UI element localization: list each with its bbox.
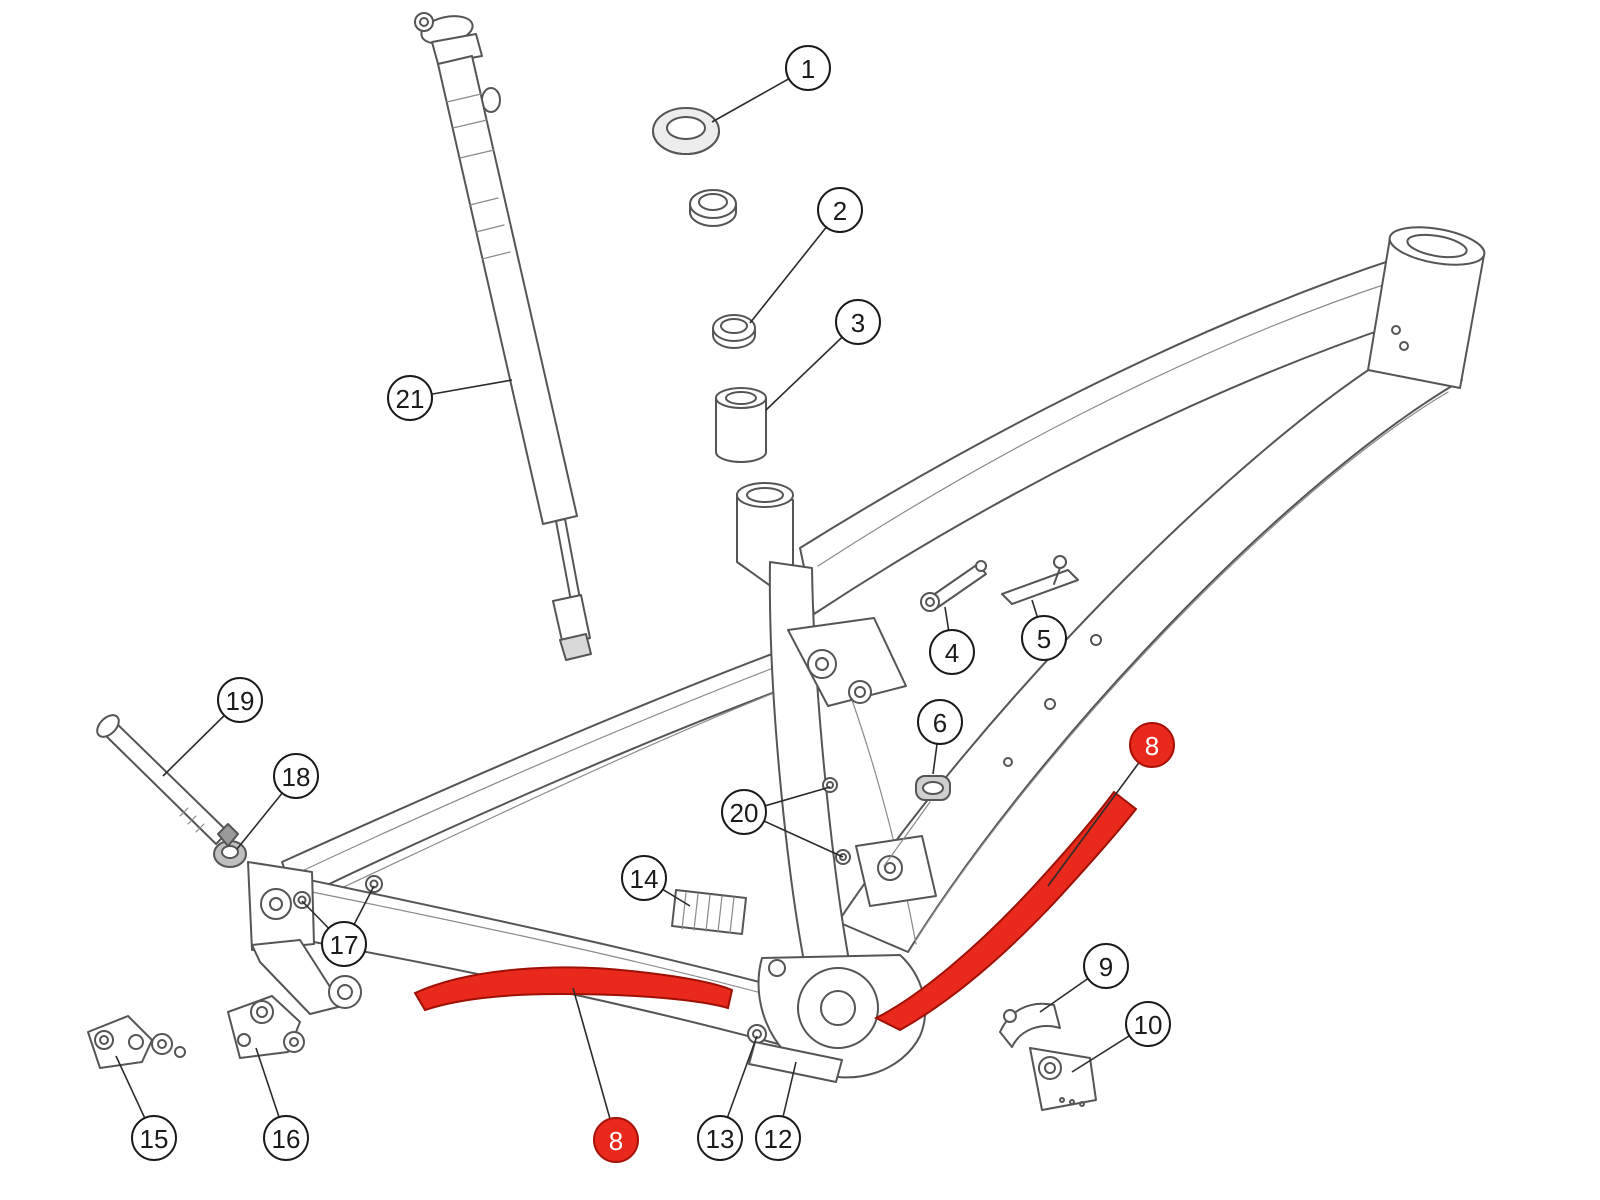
callout-16-circle (263, 1115, 309, 1161)
callout-20-circle (721, 789, 767, 835)
callout-5: 5 (1021, 615, 1067, 661)
callout-8-bottom: 8 (593, 1117, 639, 1163)
callout-12-circle (755, 1115, 801, 1161)
callout-8-right-leader-1 (1047, 744, 1153, 887)
callout-17-circle (321, 921, 367, 967)
callout-20-label: 20 (730, 798, 759, 828)
frame-line-art (87, 12, 1486, 1111)
lower-mount-part-13 (747, 1024, 767, 1044)
callout-15-label: 15 (140, 1124, 169, 1154)
motor-mount-part-14 (671, 889, 747, 935)
callout-6-label: 6 (933, 708, 947, 738)
hanger-part-16 (227, 995, 305, 1059)
dropper-seatpost (414, 12, 592, 661)
callout-20: 20 (721, 789, 767, 835)
callout-19-circle (217, 677, 263, 723)
callout-8-bottom-label: 8 (609, 1126, 623, 1156)
callout-3-label: 3 (851, 308, 865, 338)
guide-strip-part-5 (1001, 555, 1079, 605)
callout-13-circle (697, 1115, 743, 1161)
callout-19-label: 19 (226, 686, 255, 716)
downtube-protector-shape (873, 790, 1138, 1032)
callout-14: 14 (621, 855, 667, 901)
callout-21: 21 (387, 375, 433, 421)
callout-4-circle (929, 629, 975, 675)
callout-21-circle (387, 375, 433, 421)
seatstay (281, 637, 825, 906)
callout-2-leader-1 (749, 209, 841, 324)
callout-4-label: 4 (945, 638, 959, 668)
dropout-area (247, 861, 383, 1015)
callout-18: 18 (273, 753, 319, 799)
callout-1: 1 (785, 45, 831, 91)
callout-8-right-label: 8 (1145, 731, 1159, 761)
rubber-cap-part-6 (883, 775, 951, 867)
callout-14-circle (621, 855, 667, 901)
callout-5-circle (1021, 615, 1067, 661)
callout-17: 17 (321, 921, 367, 967)
callout-18-label: 18 (282, 762, 311, 792)
rocker-link (787, 617, 937, 907)
callout-8-bottom-circle (593, 1117, 639, 1163)
callout-6-circle (917, 699, 963, 745)
guide-bracket-part-9 (999, 1002, 1061, 1048)
callout-2-circle (817, 187, 863, 233)
callout-6: 6 (917, 699, 963, 745)
callout-1-label: 1 (801, 54, 815, 84)
callout-9: 9 (1083, 943, 1129, 989)
callout-8-right: 8 (1129, 722, 1175, 768)
callout-13-label: 13 (706, 1124, 735, 1154)
spacer-rings-part-2 (689, 189, 756, 349)
callout-8-bottom-leader-1 (572, 987, 617, 1141)
head-tube (1367, 226, 1486, 389)
callout-2-label: 2 (833, 196, 847, 226)
callout-10-circle (1125, 1001, 1171, 1047)
callout-3-circle (835, 299, 881, 345)
callout-2: 2 (817, 187, 863, 233)
callout-12: 12 (755, 1115, 801, 1161)
sleeve-cylinder-part-3 (715, 387, 767, 463)
callout-17-label: 17 (330, 930, 359, 960)
callout-19: 19 (217, 677, 263, 723)
callout-9-circle (1083, 943, 1129, 989)
callout-16-label: 16 (272, 1124, 301, 1154)
motor-area (757, 954, 927, 1079)
pivot-bolt-b (365, 875, 383, 893)
callout-21-label: 21 (396, 384, 425, 414)
headset-bearing-part-1 (652, 107, 720, 155)
callout-15: 15 (131, 1115, 177, 1161)
callout-16: 16 (263, 1115, 309, 1161)
callout-14-label: 14 (630, 864, 659, 894)
callout-15-circle (131, 1115, 177, 1161)
callout-9-label: 9 (1099, 952, 1113, 982)
callout-10: 10 (1125, 1001, 1171, 1047)
callout-18-circle (273, 753, 319, 799)
callout-10-label: 10 (1134, 1010, 1163, 1040)
thru-axle-part-19 (96, 714, 239, 847)
callout-8-right-circle (1129, 722, 1175, 768)
callout-1-circle (785, 45, 831, 91)
callout-13: 13 (697, 1115, 743, 1161)
hanger-part-15 (87, 1015, 186, 1069)
guide-plate-part-10 (1029, 1047, 1097, 1111)
callout-4: 4 (929, 629, 975, 675)
callout-12-label: 12 (764, 1124, 793, 1154)
callout-3: 3 (835, 299, 881, 345)
highlighted-part-downtube-protector (873, 790, 1138, 1032)
axle-lever-part-4 (920, 560, 987, 612)
callout-5-label: 5 (1037, 624, 1051, 654)
